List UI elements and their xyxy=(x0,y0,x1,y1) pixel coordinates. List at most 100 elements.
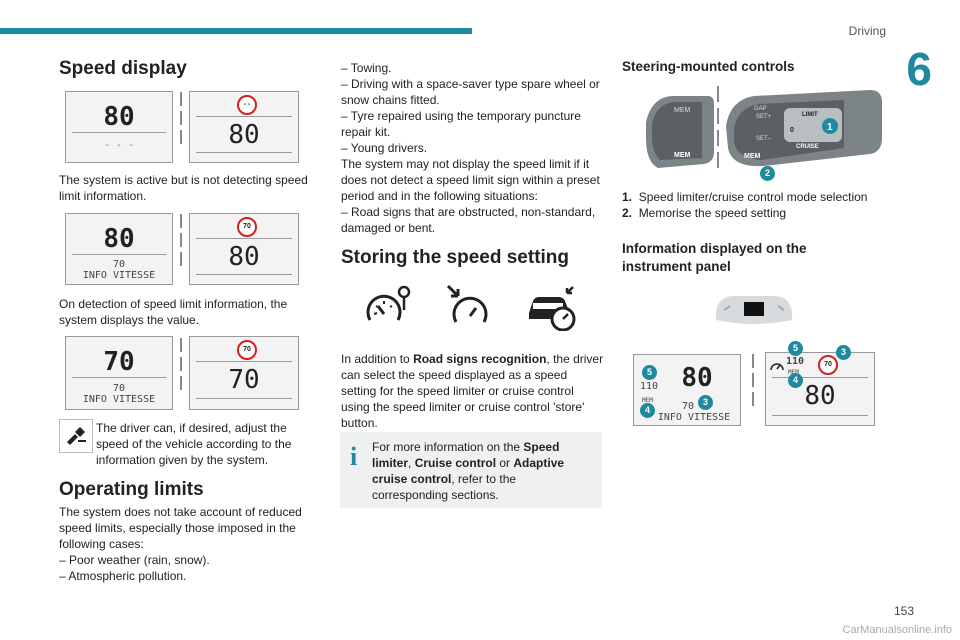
bold-text: Road signs recognition xyxy=(413,352,547,366)
paragraph: The system does not take account of redu… xyxy=(59,505,302,551)
cruise-control-icon xyxy=(446,284,494,333)
list-number: 2. xyxy=(622,206,633,220)
list-item: – Poor weather (rain, snow). xyxy=(59,553,210,567)
tip-text-content: The driver can, if desired, adjust the s… xyxy=(96,421,292,467)
divider xyxy=(72,254,166,255)
divider xyxy=(196,116,292,117)
limit-value: 70 xyxy=(112,259,126,270)
watermark: CarManualsonline.info xyxy=(842,624,952,636)
divider xyxy=(196,361,292,362)
bold-text: Cruise control xyxy=(414,456,497,470)
svg-text:CRUISE: CRUISE xyxy=(796,144,819,150)
speed-sign-icon: 70 xyxy=(237,217,257,237)
speed-sign-icon: 70 xyxy=(818,355,838,375)
svg-text:GAP: GAP xyxy=(754,106,767,112)
list-item: – Driving with a space-saver type spare … xyxy=(341,77,600,107)
svg-text:LIMIT: LIMIT xyxy=(802,112,818,118)
no-limit-dashes: - - - xyxy=(103,140,135,151)
page-number: 153 xyxy=(893,604,914,618)
speed-display-heading: Speed display xyxy=(59,58,187,79)
instrument-panel-thumbnail xyxy=(712,292,796,326)
speed-value: 80 xyxy=(804,381,836,411)
paragraph: The system may not display the speed lim… xyxy=(341,157,600,203)
chapter-number: 6 xyxy=(906,43,932,95)
badge-3: 3 xyxy=(836,345,851,360)
badge-4: 4 xyxy=(640,403,655,418)
instrument-panel-heading: Information displayed on the instrument … xyxy=(622,241,807,274)
divider xyxy=(196,152,292,153)
header-accent-bar xyxy=(0,28,472,34)
svg-text:0: 0 xyxy=(790,127,794,134)
list-item-1: 1. Speed limiter/cruise control mode sel… xyxy=(622,189,902,205)
paragraph: In addition to Road signs recognition, t… xyxy=(341,351,605,431)
svg-text:MEM: MEM xyxy=(674,107,691,114)
divider xyxy=(772,415,868,416)
info-label: INFO VITESSE xyxy=(657,412,731,423)
separator-ticks xyxy=(180,338,183,395)
speed-value: 80 xyxy=(681,363,713,393)
mem-label: MEM xyxy=(642,397,653,404)
setting-value: 110 xyxy=(786,356,805,367)
display-left-3: 70 70 INFO VITESSE xyxy=(65,336,173,410)
list-item: – Tyre repaired using the temporary punc… xyxy=(341,109,581,139)
list-item: – Towing. xyxy=(341,61,392,75)
text: In addition to xyxy=(341,352,414,366)
badge-2: 2 xyxy=(760,166,775,181)
divider xyxy=(72,377,166,378)
text: , refer to the corresponding sections. xyxy=(372,472,517,502)
speed-sign-icon: 70 xyxy=(237,340,257,360)
badge-5: 5 xyxy=(642,365,657,380)
speedometer-icon xyxy=(769,358,785,376)
list-item: – Road signs that are obstructed, non-st… xyxy=(341,205,596,235)
info-text: For more information on the Speed limite… xyxy=(372,439,594,503)
divider xyxy=(772,377,868,378)
svg-text:SET–: SET– xyxy=(756,136,772,142)
display-left-2: 80 70 INFO VITESSE xyxy=(65,213,173,285)
separator-ticks xyxy=(180,214,183,271)
display-right-2: 70 80 xyxy=(189,213,299,285)
text: , xyxy=(408,456,415,470)
operating-limits-heading: Operating limits xyxy=(59,479,204,500)
steering-controls-illustration: MEM MEM LIMIT 0 CRUISE SET+ SET– GAP MEM… xyxy=(644,82,884,181)
separator-ticks xyxy=(180,92,183,149)
adaptive-cruise-icon xyxy=(525,283,577,336)
instrument-right-display: 110 MEM 70 80 5 3 4 xyxy=(765,341,875,426)
svg-text:1: 1 xyxy=(827,122,833,133)
svg-text:MEM: MEM xyxy=(674,152,691,159)
info-label: INFO VITESSE xyxy=(82,270,156,281)
divider xyxy=(196,398,292,399)
bold-text: Adaptive cruise control xyxy=(372,456,565,486)
speed-limiter-icon xyxy=(364,284,412,333)
speed-value: 80 xyxy=(103,224,135,254)
list-text: Speed limiter/cruise control mode select… xyxy=(638,190,868,204)
storing-speed-heading: Storing the speed setting xyxy=(341,247,570,268)
text: , the driver can select the speed displa… xyxy=(341,352,604,430)
steering-controls-heading: Steering-mounted controls xyxy=(622,59,795,74)
divider xyxy=(196,238,292,239)
svg-text:MEM: MEM xyxy=(744,153,761,160)
list-item: – Young drivers. xyxy=(341,141,428,155)
divider xyxy=(196,274,292,275)
tip-text: The driver can, if desired, adjust the s… xyxy=(96,420,306,468)
info-box xyxy=(340,432,602,508)
tip-icon xyxy=(59,419,93,453)
text: For more information on the xyxy=(372,440,524,454)
text: or xyxy=(496,456,514,470)
instrument-left-display: 80 110 MEM 70 INFO VITESSE 5 4 3 xyxy=(633,354,741,426)
paragraph: On detection of speed limit information,… xyxy=(59,297,288,327)
display-right-1: - - 80 xyxy=(189,91,299,163)
paragraph: The system is active but is not detectin… xyxy=(59,173,308,203)
limit-value: 70 xyxy=(682,401,695,412)
speed-value: 70 xyxy=(103,347,135,377)
display-left-1: 80 - - - xyxy=(65,91,173,163)
svg-text:SET+: SET+ xyxy=(756,114,772,120)
section-title: Driving xyxy=(848,24,886,38)
info-label: INFO VITESSE xyxy=(82,394,156,405)
badge-5: 5 xyxy=(788,341,803,356)
badge-4: 4 xyxy=(788,373,803,388)
mem-label: MEM xyxy=(788,367,799,378)
list-item-2: 2. Memorise the speed setting xyxy=(622,205,902,221)
list-text: Memorise the speed setting xyxy=(638,206,787,220)
speed-value: 80 xyxy=(228,120,260,150)
list-number: 1. xyxy=(622,190,633,204)
